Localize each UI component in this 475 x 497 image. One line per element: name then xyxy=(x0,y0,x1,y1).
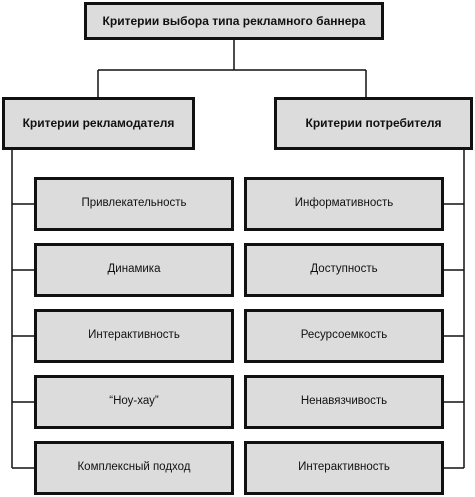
right-item-4: Ненавязчивость xyxy=(244,375,444,429)
left-item-label: “Ноу-хау” xyxy=(109,395,159,408)
left-item-3: Интерактивность xyxy=(34,309,234,363)
right-item-2: Доступность xyxy=(244,243,444,297)
right-item-label: Информативность xyxy=(294,197,394,210)
root-node: Критерии выбора типа рекламного баннера xyxy=(84,2,384,40)
right-item-label: Ненавязчивость xyxy=(300,395,388,408)
left-item-label: Интерактивность xyxy=(88,329,180,342)
right-item-1: Информативность xyxy=(244,177,444,231)
advertiser-criteria-header: Критерии рекламодателя xyxy=(2,97,195,150)
right-item-label: Интерактивность xyxy=(298,461,390,474)
left-item-1: Привлекательность xyxy=(34,177,234,231)
consumer-criteria-label: Критерии потребителя xyxy=(305,116,442,131)
left-item-label: Привлекательность xyxy=(81,197,187,210)
advertiser-criteria-label: Критерии рекламодателя xyxy=(22,116,175,131)
left-item-4: “Ноу-хау” xyxy=(34,375,234,429)
right-item-label: Доступность xyxy=(310,263,378,276)
left-item-label: Комплексный подход xyxy=(77,461,191,474)
left-item-label: Динамика xyxy=(107,263,161,276)
consumer-criteria-header: Критерии потребителя xyxy=(274,97,473,150)
root-label: Критерии выбора типа рекламного баннера xyxy=(102,13,366,28)
right-item-label: Ресурсоемкость xyxy=(300,329,388,342)
left-item-2: Динамика xyxy=(34,243,234,297)
right-item-5: Интерактивность xyxy=(244,441,444,495)
left-item-5: Комплексный подход xyxy=(34,441,234,495)
right-item-3: Ресурсоемкость xyxy=(244,309,444,363)
